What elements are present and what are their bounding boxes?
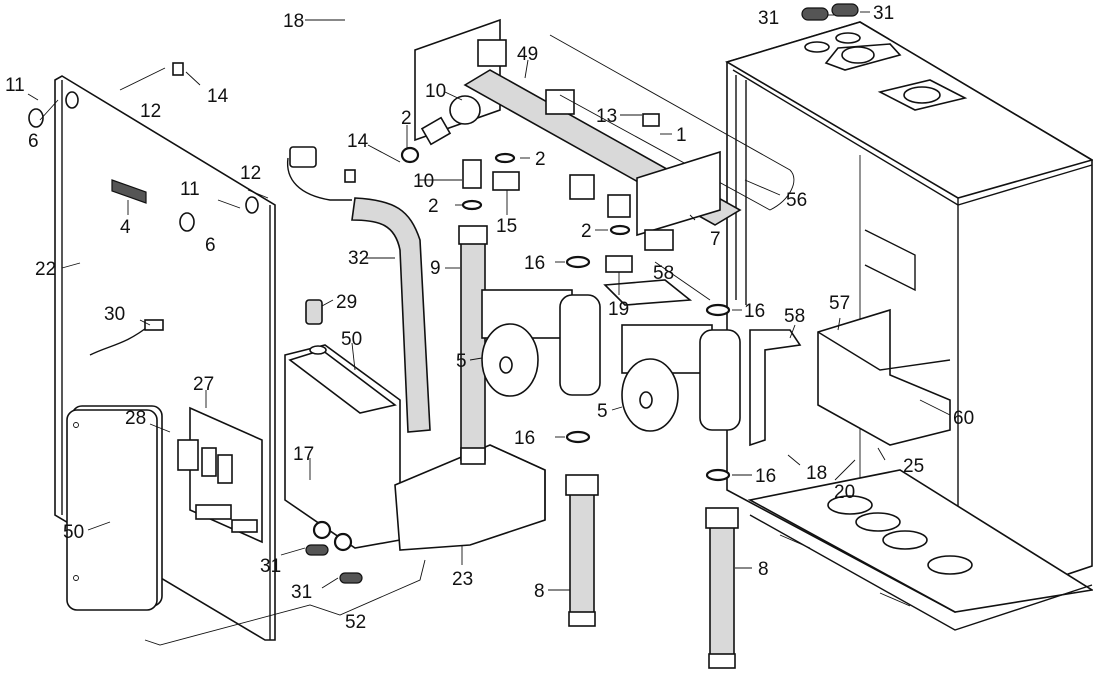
callout-32: 32 <box>348 248 369 269</box>
callout-23: 23 <box>452 569 473 590</box>
callout-15: 15 <box>496 216 517 237</box>
fitting-10-a <box>420 116 452 146</box>
seal-2-d <box>609 224 631 236</box>
callout-18-b: 18 <box>806 463 827 484</box>
pump-bracket-a <box>603 279 693 306</box>
pump-right <box>621 324 741 432</box>
callout-5-b: 5 <box>597 401 608 422</box>
seal-2-c <box>461 199 483 211</box>
callout-29: 29 <box>336 292 357 313</box>
seal-16-c <box>705 303 731 317</box>
callout-16-b: 16 <box>744 301 765 322</box>
callout-58-a: 58 <box>653 263 674 284</box>
cable-harness <box>89 324 151 356</box>
callout-31-b: 31 <box>291 582 312 603</box>
callout-14-a: 14 <box>207 86 229 107</box>
callout-16-d: 16 <box>755 466 776 487</box>
callout-31-c: 31 <box>758 8 779 29</box>
pipe-8-left <box>569 487 595 619</box>
callout-1: 1 <box>676 125 687 146</box>
callout-2-b: 2 <box>535 149 546 170</box>
bypass-pipe <box>351 197 431 433</box>
fitting-10-b <box>462 159 482 189</box>
callout-9: 9 <box>430 258 441 279</box>
clip-14-b <box>344 169 356 183</box>
callout-11-a: 11 <box>5 75 25 96</box>
callout-52: 52 <box>345 612 366 633</box>
callout-27: 27 <box>193 374 214 395</box>
callout-30: 30 <box>104 304 125 325</box>
callout-22: 22 <box>35 259 56 280</box>
seal-16-a <box>565 255 591 269</box>
plug-13 <box>642 113 660 127</box>
callout-31-a: 31 <box>260 556 281 577</box>
seal-16-b <box>565 430 591 444</box>
seal-2-b <box>494 152 516 164</box>
control-box-cover <box>66 405 163 611</box>
callout-8-b: 8 <box>758 559 769 580</box>
seal-16-d <box>705 468 731 482</box>
callout-12-a: 12 <box>140 101 161 122</box>
leader-lines <box>27 11 951 646</box>
callout-56: 56 <box>786 190 807 211</box>
callout-2-d: 2 <box>581 221 592 242</box>
seal-2-a <box>400 146 420 164</box>
callout-50-a: 50 <box>341 329 362 350</box>
callout-57: 57 <box>829 293 850 314</box>
nut-15 <box>492 171 520 191</box>
cable-connector <box>144 319 164 331</box>
callout-18-top: 18 <box>283 11 304 32</box>
callout-11-b: 11 <box>180 179 200 200</box>
knob-6-a <box>28 108 44 128</box>
callout-6-b: 6 <box>205 235 216 256</box>
callout-20: 20 <box>834 482 855 503</box>
callout-49: 49 <box>517 44 538 65</box>
callout-2-c: 2 <box>428 196 439 217</box>
callout-19: 19 <box>608 299 629 320</box>
callout-25: 25 <box>903 456 924 477</box>
pcb-board <box>177 406 263 544</box>
pipe-8-right <box>709 519 735 661</box>
callout-5-a: 5 <box>456 351 467 372</box>
callout-16-a: 16 <box>524 253 545 274</box>
callout-14-b: 14 <box>347 131 369 152</box>
junction-box <box>284 344 401 552</box>
callout-13: 13 <box>596 106 617 127</box>
callout-16-c: 16 <box>514 428 535 449</box>
grommet-31-c <box>305 544 329 556</box>
clip-14-a <box>172 62 184 76</box>
callout-labels: 18 49 10 2 14 10 2 2 15 13 1 56 7 2 58 1… <box>5 3 974 633</box>
pump-bracket-b <box>749 329 802 447</box>
callout-50-b: 50 <box>63 522 84 543</box>
callout-60: 60 <box>953 408 974 429</box>
callout-6-a: 6 <box>28 131 39 152</box>
grommet-31-b <box>831 3 859 17</box>
callout-4: 4 <box>120 217 131 238</box>
callout-12-b: 12 <box>240 163 261 184</box>
knob-6-b <box>179 212 195 232</box>
nut-19 <box>605 255 633 273</box>
callout-28: 28 <box>125 408 146 429</box>
grommet-31-a <box>801 7 829 21</box>
pump-left <box>481 289 601 397</box>
callout-8-a: 8 <box>534 581 545 602</box>
grommet-31-d <box>339 572 363 584</box>
cable-gland <box>305 299 323 325</box>
callout-31-d: 31 <box>873 3 894 24</box>
callout-17: 17 <box>293 444 314 465</box>
callout-2-a: 2 <box>401 108 412 129</box>
bracket-plate <box>636 150 721 237</box>
insulation-cover <box>549 34 795 211</box>
cabinet-housing <box>725 21 1093 631</box>
callout-10-a: 10 <box>425 81 446 102</box>
pipe-9 <box>460 229 486 461</box>
callout-10-b: 10 <box>413 171 434 192</box>
callout-7: 7 <box>710 229 721 250</box>
callout-58-b: 58 <box>784 306 805 327</box>
